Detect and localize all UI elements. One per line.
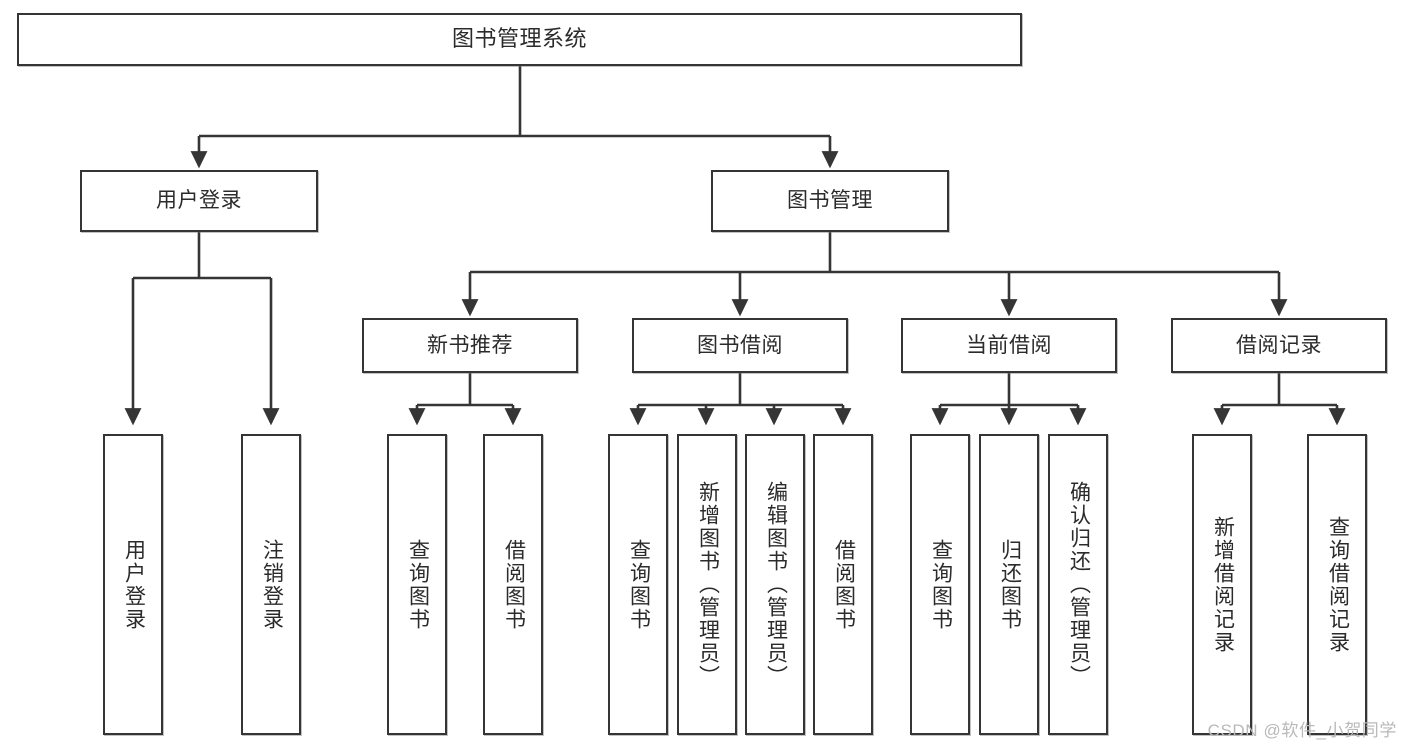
node-label: 借阅记录 (1236, 333, 1322, 357)
node-label: 图书管理系统 (451, 26, 587, 52)
leaf-currentborrow-query-book[interactable]: 查询图书 (910, 434, 970, 735)
leaf-borrowrecord-query-record[interactable]: 查询借阅记录 (1307, 434, 1367, 735)
leaf-user-login[interactable]: 用户登录 (103, 434, 163, 735)
node-book-borrow[interactable]: 图书借阅 (632, 318, 848, 373)
node-label: 确认归还（管理员） (1067, 481, 1091, 688)
node-label: 用户登录 (156, 189, 242, 213)
node-label: 借阅图书 (502, 538, 526, 631)
leaf-newbook-borrow-book[interactable]: 借阅图书 (483, 434, 543, 735)
leaf-newbook-query-book[interactable]: 查询图书 (387, 434, 447, 735)
node-label: 新增借阅记录 (1211, 515, 1235, 654)
node-borrow-record[interactable]: 借阅记录 (1171, 318, 1387, 373)
node-label: 查询图书 (929, 538, 953, 631)
node-root-book-management-system[interactable]: 图书管理系统 (17, 13, 1022, 66)
node-label: 注销登录 (260, 538, 284, 631)
node-label: 查询图书 (627, 538, 651, 631)
leaf-currentborrow-confirm-return-admin[interactable]: 确认归还（管理员） (1048, 434, 1108, 735)
node-label: 当前借阅 (966, 333, 1052, 357)
node-new-book-recommend[interactable]: 新书推荐 (362, 318, 578, 373)
leaf-bookborrow-query-book[interactable]: 查询图书 (608, 434, 668, 735)
node-label: 借阅图书 (832, 538, 856, 631)
node-label: 查询图书 (406, 538, 430, 631)
node-book-management[interactable]: 图书管理 (711, 170, 949, 232)
node-label: 查询借阅记录 (1326, 515, 1350, 654)
leaf-logout[interactable]: 注销登录 (241, 434, 301, 735)
csdn-watermark: CSDN @软件_小贺同学 (1207, 721, 1397, 740)
node-label: 编辑图书（管理员） (764, 481, 788, 688)
node-current-borrow[interactable]: 当前借阅 (901, 318, 1117, 373)
node-user-login[interactable]: 用户登录 (80, 170, 318, 232)
node-label: 新书推荐 (427, 333, 513, 357)
node-label: 归还图书 (998, 538, 1022, 631)
node-label: 图书借阅 (697, 333, 783, 357)
leaf-bookborrow-add-book-admin[interactable]: 新增图书（管理员） (677, 434, 737, 735)
node-label: 用户登录 (122, 538, 146, 631)
leaf-bookborrow-edit-book-admin[interactable]: 编辑图书（管理员） (745, 434, 805, 735)
leaf-bookborrow-borrow-book[interactable]: 借阅图书 (813, 434, 873, 735)
leaf-currentborrow-return-book[interactable]: 归还图书 (979, 434, 1039, 735)
leaf-borrowrecord-add-record[interactable]: 新增借阅记录 (1192, 434, 1252, 735)
node-label: 图书管理 (787, 189, 873, 213)
node-label: 新增图书（管理员） (696, 481, 720, 688)
